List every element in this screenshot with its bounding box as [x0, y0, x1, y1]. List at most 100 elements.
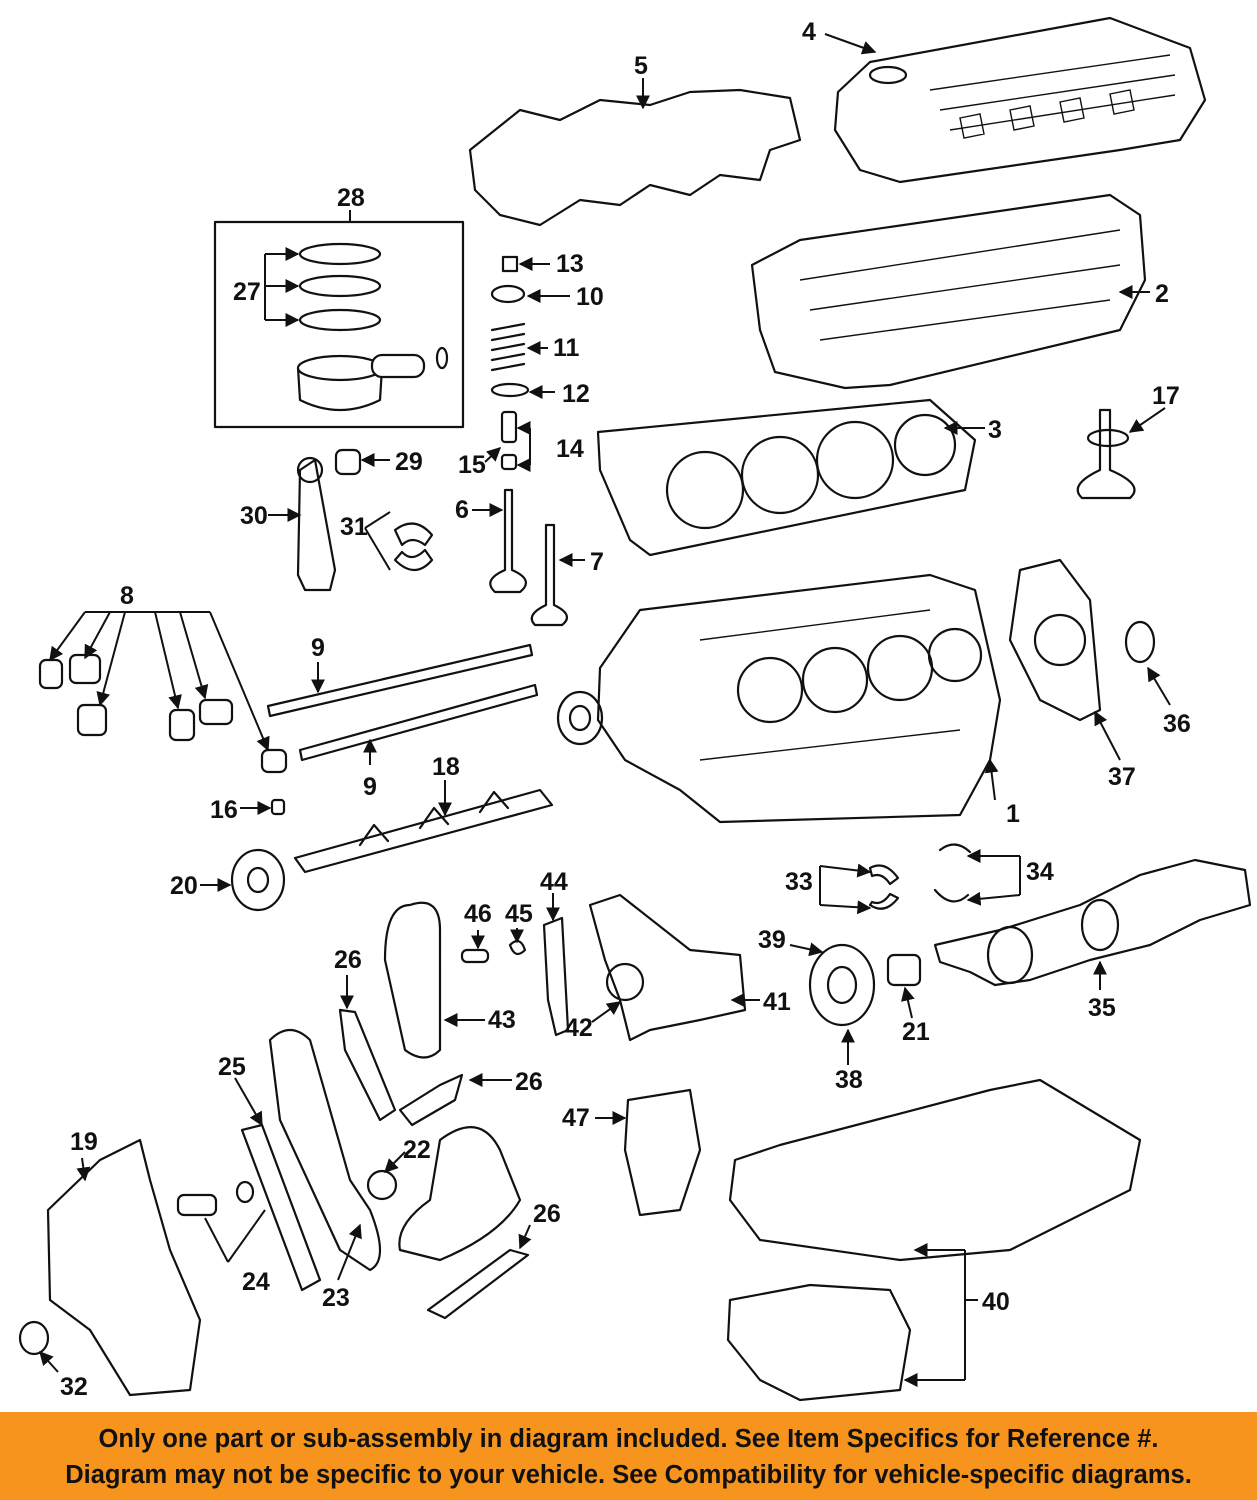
timing-chain-upper-part: [383, 901, 442, 1059]
callout-38: 38: [835, 1066, 863, 1094]
main-bearing-part: [868, 864, 900, 910]
piston-pin-bushing-part: [334, 448, 362, 476]
guide-pin-part: [460, 948, 490, 964]
callout-35: 35: [1088, 994, 1116, 1022]
callout-23: 23: [322, 1284, 350, 1312]
tensioner-spring-part: [508, 939, 527, 956]
callout-27: 27: [233, 278, 261, 306]
callout-13: 13: [556, 250, 584, 278]
piston-part: [296, 346, 449, 412]
chain-guide-rail-part: [398, 1073, 464, 1127]
callout-24: 24: [242, 1268, 270, 1296]
callout-18: 18: [432, 753, 460, 781]
cylinder-head-part: [750, 193, 1147, 390]
oil-pan-part: [726, 1078, 1142, 1402]
callout-5: 5: [634, 52, 648, 80]
valve-spring-part: [490, 322, 526, 372]
callout-45: 45: [505, 900, 533, 928]
callout-9-lower: 9: [363, 773, 377, 801]
connecting-rod-part: [296, 456, 337, 592]
disclaimer-line-1: Only one part or sub-assembly in diagram…: [98, 1425, 1159, 1453]
callout-42: 42: [565, 1014, 593, 1042]
valve-keeper-part: [501, 255, 519, 273]
callout-8: 8: [120, 582, 134, 610]
timing-cover-part: [1008, 558, 1102, 722]
leader-lines: [39, 33, 1171, 1387]
valve-seal-part: [1076, 408, 1136, 500]
callout-labels: 4 5 28 13 2 27 10 11 12 17 3 14 29 15 6 …: [60, 18, 1191, 1401]
cam-sprocket-part: [556, 690, 604, 746]
exhaust-valve-part: [530, 523, 569, 627]
callout-12: 12: [562, 380, 590, 408]
callout-32: 32: [60, 1373, 88, 1401]
chain-tensioner-part: [176, 1180, 255, 1217]
callout-11: 11: [553, 334, 580, 362]
callout-44: 44: [540, 868, 568, 896]
rod-bearing-part: [393, 522, 434, 572]
callout-31: 31: [340, 513, 368, 541]
head-gasket-part: [596, 398, 977, 557]
chain-guide-rail-lower-part: [426, 1248, 530, 1320]
crank-seal-part: [18, 1320, 50, 1356]
oil-pump-part: [588, 893, 747, 1042]
piston-kit-box: [213, 220, 465, 429]
crank-sprocket-part: [886, 953, 922, 987]
callout-3: 3: [988, 416, 1002, 444]
callout-22: 22: [403, 1136, 431, 1164]
callout-15: 15: [458, 451, 486, 479]
tensioner-rail-part: [240, 1123, 322, 1292]
camshaft-part: [293, 788, 554, 874]
callout-26-top: 26: [334, 946, 362, 974]
engine-block-part: [596, 573, 1002, 824]
chain-tensioner-rail-part: [338, 1008, 397, 1122]
callout-19: 19: [70, 1128, 98, 1156]
callout-10: 10: [576, 283, 604, 311]
callout-33: 33: [785, 868, 813, 896]
front-crank-seal-part: [1124, 620, 1156, 664]
valve-cover-part: [833, 16, 1207, 184]
crankshaft-part: [933, 858, 1252, 987]
rocker-shaft-part: [266, 643, 539, 762]
callout-9-upper: 9: [311, 634, 325, 662]
valve-cover-gasket-part: [468, 88, 802, 227]
disclaimer-line-2: Diagram may not be specific to your vehi…: [65, 1461, 1192, 1489]
callout-17: 17: [1152, 382, 1180, 410]
callout-47: 47: [562, 1104, 590, 1132]
piston-rings-part: [298, 242, 382, 332]
cam-gear-part: [230, 848, 286, 912]
callout-40: 40: [982, 1288, 1010, 1316]
callout-20: 20: [170, 872, 198, 900]
callout-25: 25: [218, 1053, 246, 1081]
callout-46: 46: [464, 900, 492, 928]
callout-4: 4: [802, 18, 816, 46]
callout-28: 28: [337, 184, 365, 212]
small-bolt-part: [270, 798, 286, 816]
callout-26-low: 26: [533, 1200, 561, 1228]
callout-16: 16: [210, 796, 238, 824]
oil-cooler-part: [623, 1088, 702, 1217]
front-cover-part: [46, 1138, 202, 1397]
callout-41: 41: [763, 988, 791, 1016]
callout-21: 21: [902, 1018, 930, 1046]
idler-sprocket-part: [366, 1169, 398, 1201]
valve-stem-seal-part: [500, 453, 518, 471]
engine-parts-diagram: 4 5 28 13 2 27 10 11 12 17 3 14 29 15 6 …: [18, 16, 1252, 1402]
callout-26-mid: 26: [515, 1068, 543, 1096]
callout-36: 36: [1163, 710, 1191, 738]
rocker-arm-part: [38, 653, 288, 774]
callout-30: 30: [240, 502, 268, 530]
callout-2: 2: [1155, 280, 1169, 308]
callout-39: 39: [758, 926, 786, 954]
timing-chain-lower-part: [268, 1028, 381, 1272]
accessory-belt-part: [398, 1126, 522, 1262]
valve-guide-part: [500, 410, 518, 444]
intake-valve-part: [489, 488, 527, 594]
callout-1: 1: [1006, 800, 1020, 828]
callout-14: 14: [556, 435, 584, 463]
disclaimer-banner: Only one part or sub-assembly in diagram…: [0, 1412, 1257, 1500]
callout-43: 43: [488, 1006, 516, 1034]
spring-seat-washer-part: [490, 382, 530, 398]
callout-6: 6: [455, 496, 469, 524]
callout-34: 34: [1026, 858, 1054, 886]
